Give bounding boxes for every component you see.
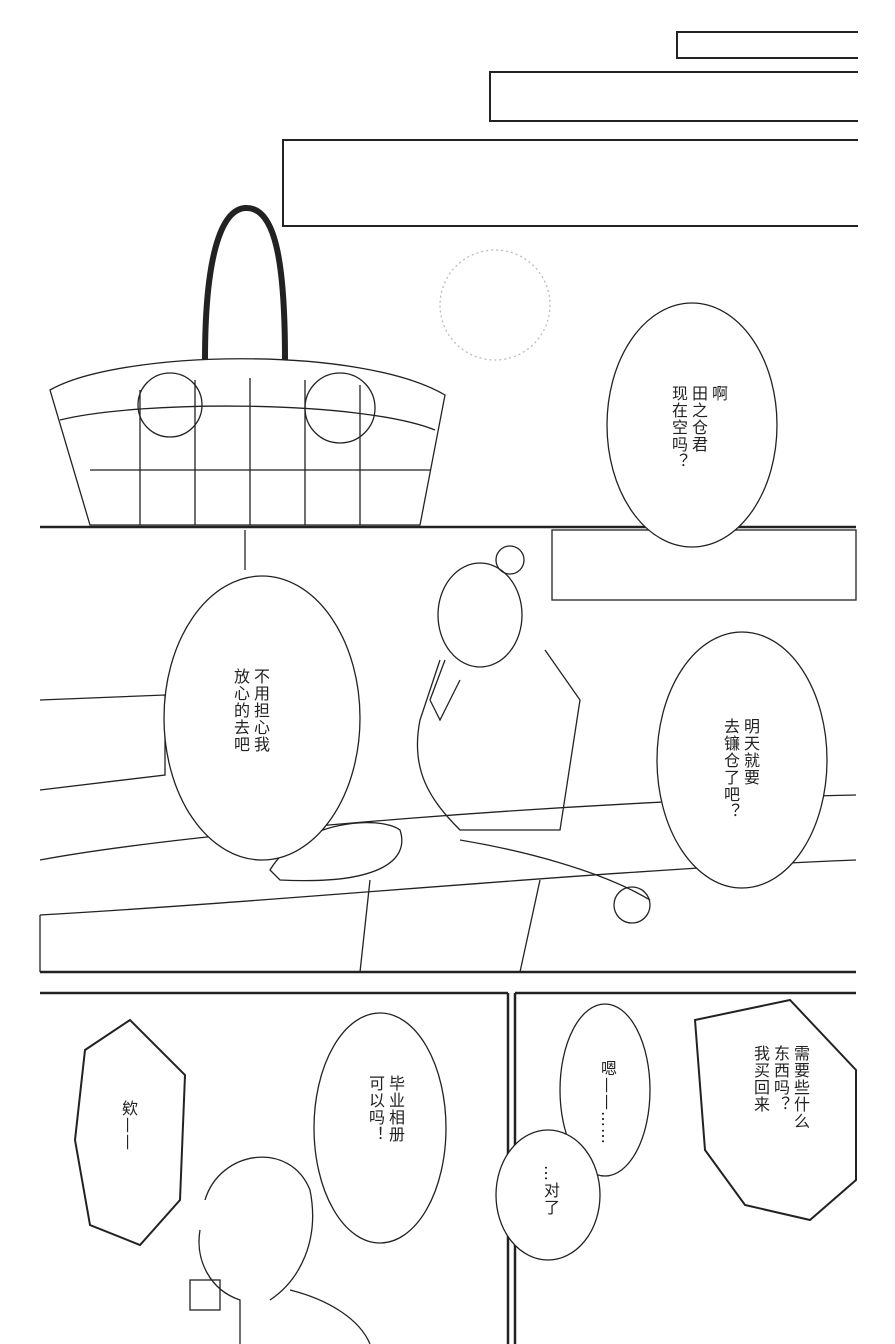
speech-bubble-outline (656, 631, 828, 889)
bubble-line: 去镰仓了吧？ (721, 718, 740, 820)
speech-bubble-outline (606, 302, 778, 548)
bubble-line: 不用担心我 (251, 668, 270, 753)
tone-pattern (439, 249, 551, 361)
bubble-line: 啊 (709, 385, 728, 402)
narration-box-1 (676, 31, 858, 59)
bubble-line: 欸—— (119, 1100, 138, 1151)
bubble-hmm: 嗯——…… (597, 1060, 617, 1145)
bubble-line: 明天就要 (741, 718, 760, 786)
bubble-ah-tanokura: 啊 田之仓君 现在空吗？ (668, 385, 728, 470)
shout-bubble-outline (693, 998, 857, 1222)
bubble-album: 毕业相册 可以吗！ (365, 1075, 405, 1143)
bubble-line: …对了 (541, 1165, 560, 1216)
girl-smiling-illustration (189, 1156, 371, 1344)
speech-bubble-outline (163, 575, 361, 861)
bubble-line: 需要些什么 (791, 1045, 810, 1130)
shout-bubble-outline (73, 1018, 187, 1247)
bubble-line: 毕业相册 (386, 1075, 405, 1143)
bubble-oh-right: …对了 (540, 1165, 560, 1216)
speech-bubble-outline (313, 1012, 447, 1244)
girl-on-phone-illustration (359, 545, 651, 973)
bubble-need-anything: 需要些什么 东西吗？ 我买回来 (750, 1045, 810, 1130)
speech-bubble-outline (559, 1003, 651, 1177)
narration-box-3 (282, 139, 858, 227)
bubble-dont-worry: 不用担心我 放心的去吧 (230, 668, 270, 753)
bubble-line: 田之仓君 (689, 385, 708, 453)
bubble-line: 放心的去吧 (231, 668, 250, 753)
bubble-line: 我买回来 (751, 1045, 770, 1113)
narration-box-2 (489, 71, 858, 122)
bubble-line: 嗯——…… (598, 1060, 617, 1145)
bubble-line: 现在空吗？ (669, 385, 688, 470)
basket-illustration (49, 205, 446, 526)
bubble-line: 可以吗！ (366, 1075, 385, 1143)
bubble-kamakura: 明天就要 去镰仓了吧？ (720, 718, 760, 820)
bubble-line: 东西吗？ (771, 1045, 790, 1113)
speech-bubble-outline (495, 1129, 601, 1261)
bubble-eh: 欸—— (118, 1100, 138, 1151)
